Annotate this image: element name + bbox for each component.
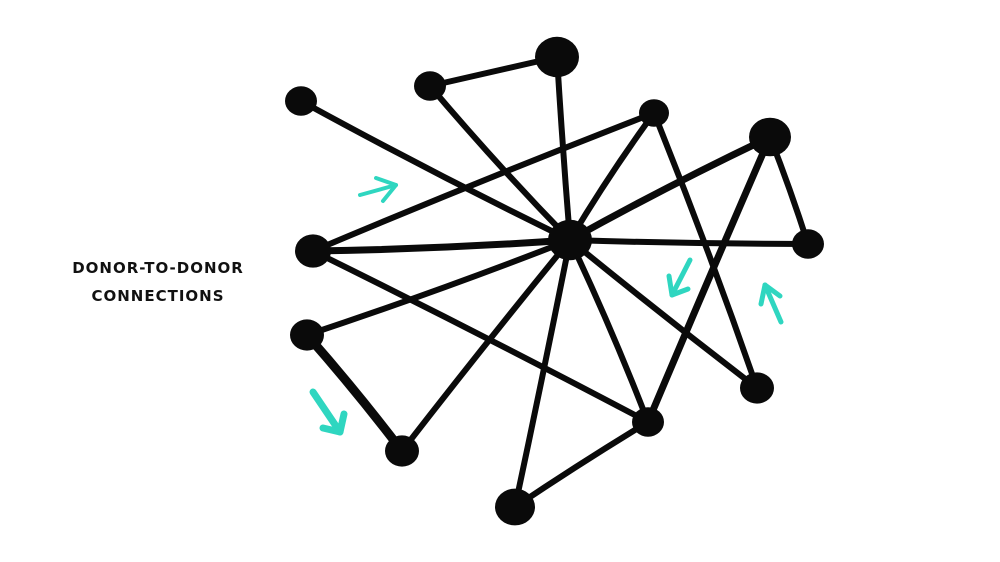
arrow-upper-left-icon	[358, 176, 398, 203]
arrow-right-down-head	[666, 273, 691, 298]
edge-topRightA-lowRight	[651, 110, 760, 391]
edge-hub-lowRight	[567, 237, 760, 391]
arrow-right-up-shaft	[762, 282, 784, 325]
node-bottomLeft	[385, 435, 419, 467]
edge-left-bottomMid	[310, 248, 651, 425]
network-edges	[298, 54, 811, 510]
arrow-right-up-icon	[758, 282, 784, 325]
arrow-upper-left-shaft	[358, 183, 398, 197]
node-topMid	[535, 36, 579, 78]
arrow-upper-left-head	[374, 176, 398, 203]
node-left	[295, 234, 331, 268]
edge-leftLow-bottomLeft	[302, 330, 407, 456]
node-right	[792, 229, 824, 259]
node-hub	[548, 219, 592, 261]
arrow-right-up-head	[758, 282, 783, 307]
node-topRightB	[749, 117, 791, 157]
arrow-right-down-shaft	[669, 257, 693, 298]
direction-arrows	[309, 176, 784, 436]
edge-hub-topLeft2	[427, 83, 573, 243]
edge-hub-right	[567, 237, 811, 247]
edge-bottom-bottomMid	[512, 419, 651, 510]
network-nodes	[285, 36, 824, 526]
edge-hub-bottomMid	[567, 237, 651, 425]
edge-hub-bottomLeft	[399, 237, 573, 454]
node-topLeft2	[414, 71, 446, 101]
edge-hub-bottom	[512, 237, 573, 510]
arrow-right-down-icon	[666, 257, 693, 298]
edge-hub-topRightB	[566, 133, 774, 244]
arrow-lower-left-icon	[309, 388, 348, 436]
node-lowRight	[740, 372, 774, 404]
edge-left-topRightA	[310, 110, 657, 254]
edge-topRightB-bottomMid	[644, 133, 774, 426]
diagram-caption: DONOR-TO-DONOR CONNECTIONS	[48, 254, 268, 310]
node-bottom	[495, 488, 535, 526]
caption-line-2: CONNECTIONS	[91, 287, 225, 305]
caption-line-1: DONOR-TO-DONOR	[72, 259, 244, 277]
node-leftLow	[290, 319, 324, 351]
edge-hub-leftLow	[304, 237, 573, 338]
edge-hub-left	[309, 236, 574, 255]
node-bottomMid	[632, 407, 664, 437]
node-topRightA	[639, 99, 669, 127]
arrow-lower-left-shaft	[309, 388, 344, 436]
arrow-lower-left-head	[319, 410, 348, 436]
node-topLeft	[285, 86, 317, 116]
edge-hub-topLeft	[298, 98, 573, 243]
